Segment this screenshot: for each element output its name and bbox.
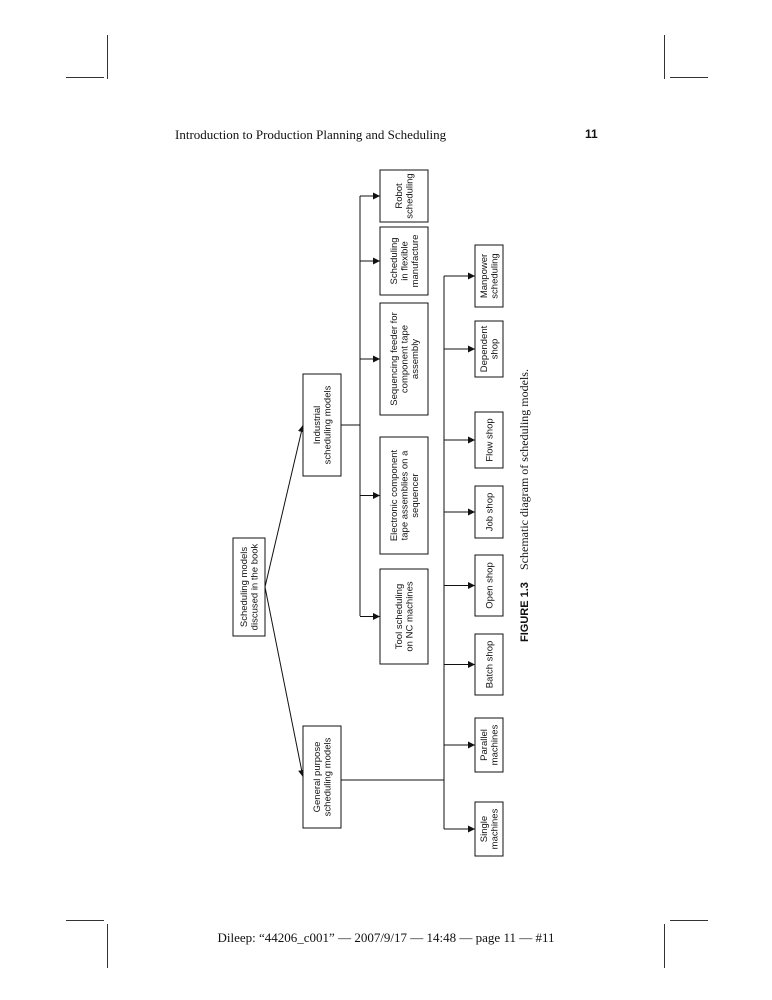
node-general-child-3-label: Batch shop <box>484 641 495 689</box>
node-general-child-3-frame <box>474 633 504 696</box>
node-general-purpose-label: General purposescheduling models <box>312 737 334 816</box>
node-general-purpose: General purposescheduling models <box>302 725 342 829</box>
crop-mark <box>107 924 108 968</box>
node-general-child-6: Flow shop <box>474 411 504 469</box>
node-industrial-child-4: Schedulingin flexiblemanufacture <box>379 226 429 296</box>
node-industrial-child-4-label: Schedulingin flexiblemanufacture <box>389 235 421 288</box>
node-general-child-7: Dependentshop <box>474 320 504 378</box>
node-root: Scheduling modelsdiscused in the book <box>232 537 266 637</box>
node-industrial-frame <box>302 373 342 477</box>
caption-text: Schematic diagram of scheduling models. <box>517 369 531 570</box>
node-general-child-8: Manpowerscheduling <box>474 244 504 308</box>
node-industrial-child-1: Tool schedulingon NC machines <box>379 568 429 665</box>
crop-mark <box>107 35 108 79</box>
node-general-child-3: Batch shop <box>474 633 504 696</box>
diagram-edges <box>264 192 475 833</box>
node-general-child-6-frame <box>474 411 504 469</box>
node-industrial-child-5: Robotscheduling <box>379 169 429 223</box>
node-general-child-5-label: Job shop <box>484 493 495 532</box>
node-industrial-child-5-frame <box>379 169 429 223</box>
node-general-child-8-frame <box>474 244 504 308</box>
caption-label: FIGURE 1.3 <box>519 582 531 642</box>
node-root-label: Scheduling modelsdiscused in the book <box>239 543 260 630</box>
node-general-child-4-frame <box>474 554 504 617</box>
node-general-child-4-label: Open shop <box>484 562 495 608</box>
node-general-child-2-label: Parallelmachines <box>479 724 501 765</box>
node-general-child-7-label: Dependentshop <box>479 325 501 372</box>
page-footer: Dileep: “44206_c001” — 2007/9/17 — 14:48… <box>217 930 555 945</box>
node-industrial-child-2: Electronic componenttape assemblies on a… <box>379 436 429 555</box>
node-industrial-child-3-label: Sequencing feeder forcomponent tapeassem… <box>389 312 421 405</box>
node-general-child-1-label: Singlemachines <box>479 808 501 849</box>
node-industrial-child-3-frame <box>379 302 429 416</box>
page-number: 11 <box>585 127 598 141</box>
crop-mark <box>670 77 708 78</box>
node-general-child-4: Open shop <box>474 554 504 617</box>
crop-mark <box>664 35 665 79</box>
node-general-purpose-frame <box>302 725 342 829</box>
node-industrial-child-4-frame <box>379 226 429 296</box>
node-general-child-5-frame <box>474 485 504 539</box>
node-general-child-5: Job shop <box>474 485 504 539</box>
crop-mark <box>66 920 104 921</box>
connector-arrow <box>264 586 306 778</box>
node-industrial-child-2-label: Electronic componenttape assemblies on a… <box>389 449 421 541</box>
node-industrial-child-1-label: Tool schedulingon NC machines <box>394 581 416 651</box>
node-industrial-child-3: Sequencing feeder forcomponent tapeassem… <box>379 302 429 416</box>
connector-arrow <box>264 424 305 588</box>
node-general-child-8-label: Manpowerscheduling <box>479 253 501 298</box>
crop-mark <box>670 920 708 921</box>
node-general-child-1: Singlemachines <box>474 801 504 857</box>
node-industrial-child-5-label: Robotscheduling <box>394 173 416 218</box>
node-general-child-2-frame <box>474 717 504 773</box>
node-industrial-child-1-frame <box>379 568 429 665</box>
crop-mark <box>664 924 665 968</box>
node-industrial-child-2-frame <box>379 436 429 555</box>
crop-mark <box>66 77 104 78</box>
node-general-child-1-frame <box>474 801 504 857</box>
node-general-child-7-frame <box>474 320 504 378</box>
diagram-boxes: Scheduling modelsdiscused in the bookGen… <box>232 169 504 857</box>
node-root-frame <box>232 537 266 637</box>
node-industrial-label: Industrialscheduling models <box>312 385 334 464</box>
node-industrial: Industrialscheduling models <box>302 373 342 477</box>
node-general-child-2: Parallelmachines <box>474 717 504 773</box>
running-title: Introduction to Production Planning and … <box>175 127 447 142</box>
node-general-child-6-label: Flow shop <box>484 418 495 461</box>
figure-caption: FIGURE 1.3 Schematic diagram of scheduli… <box>517 369 531 642</box>
